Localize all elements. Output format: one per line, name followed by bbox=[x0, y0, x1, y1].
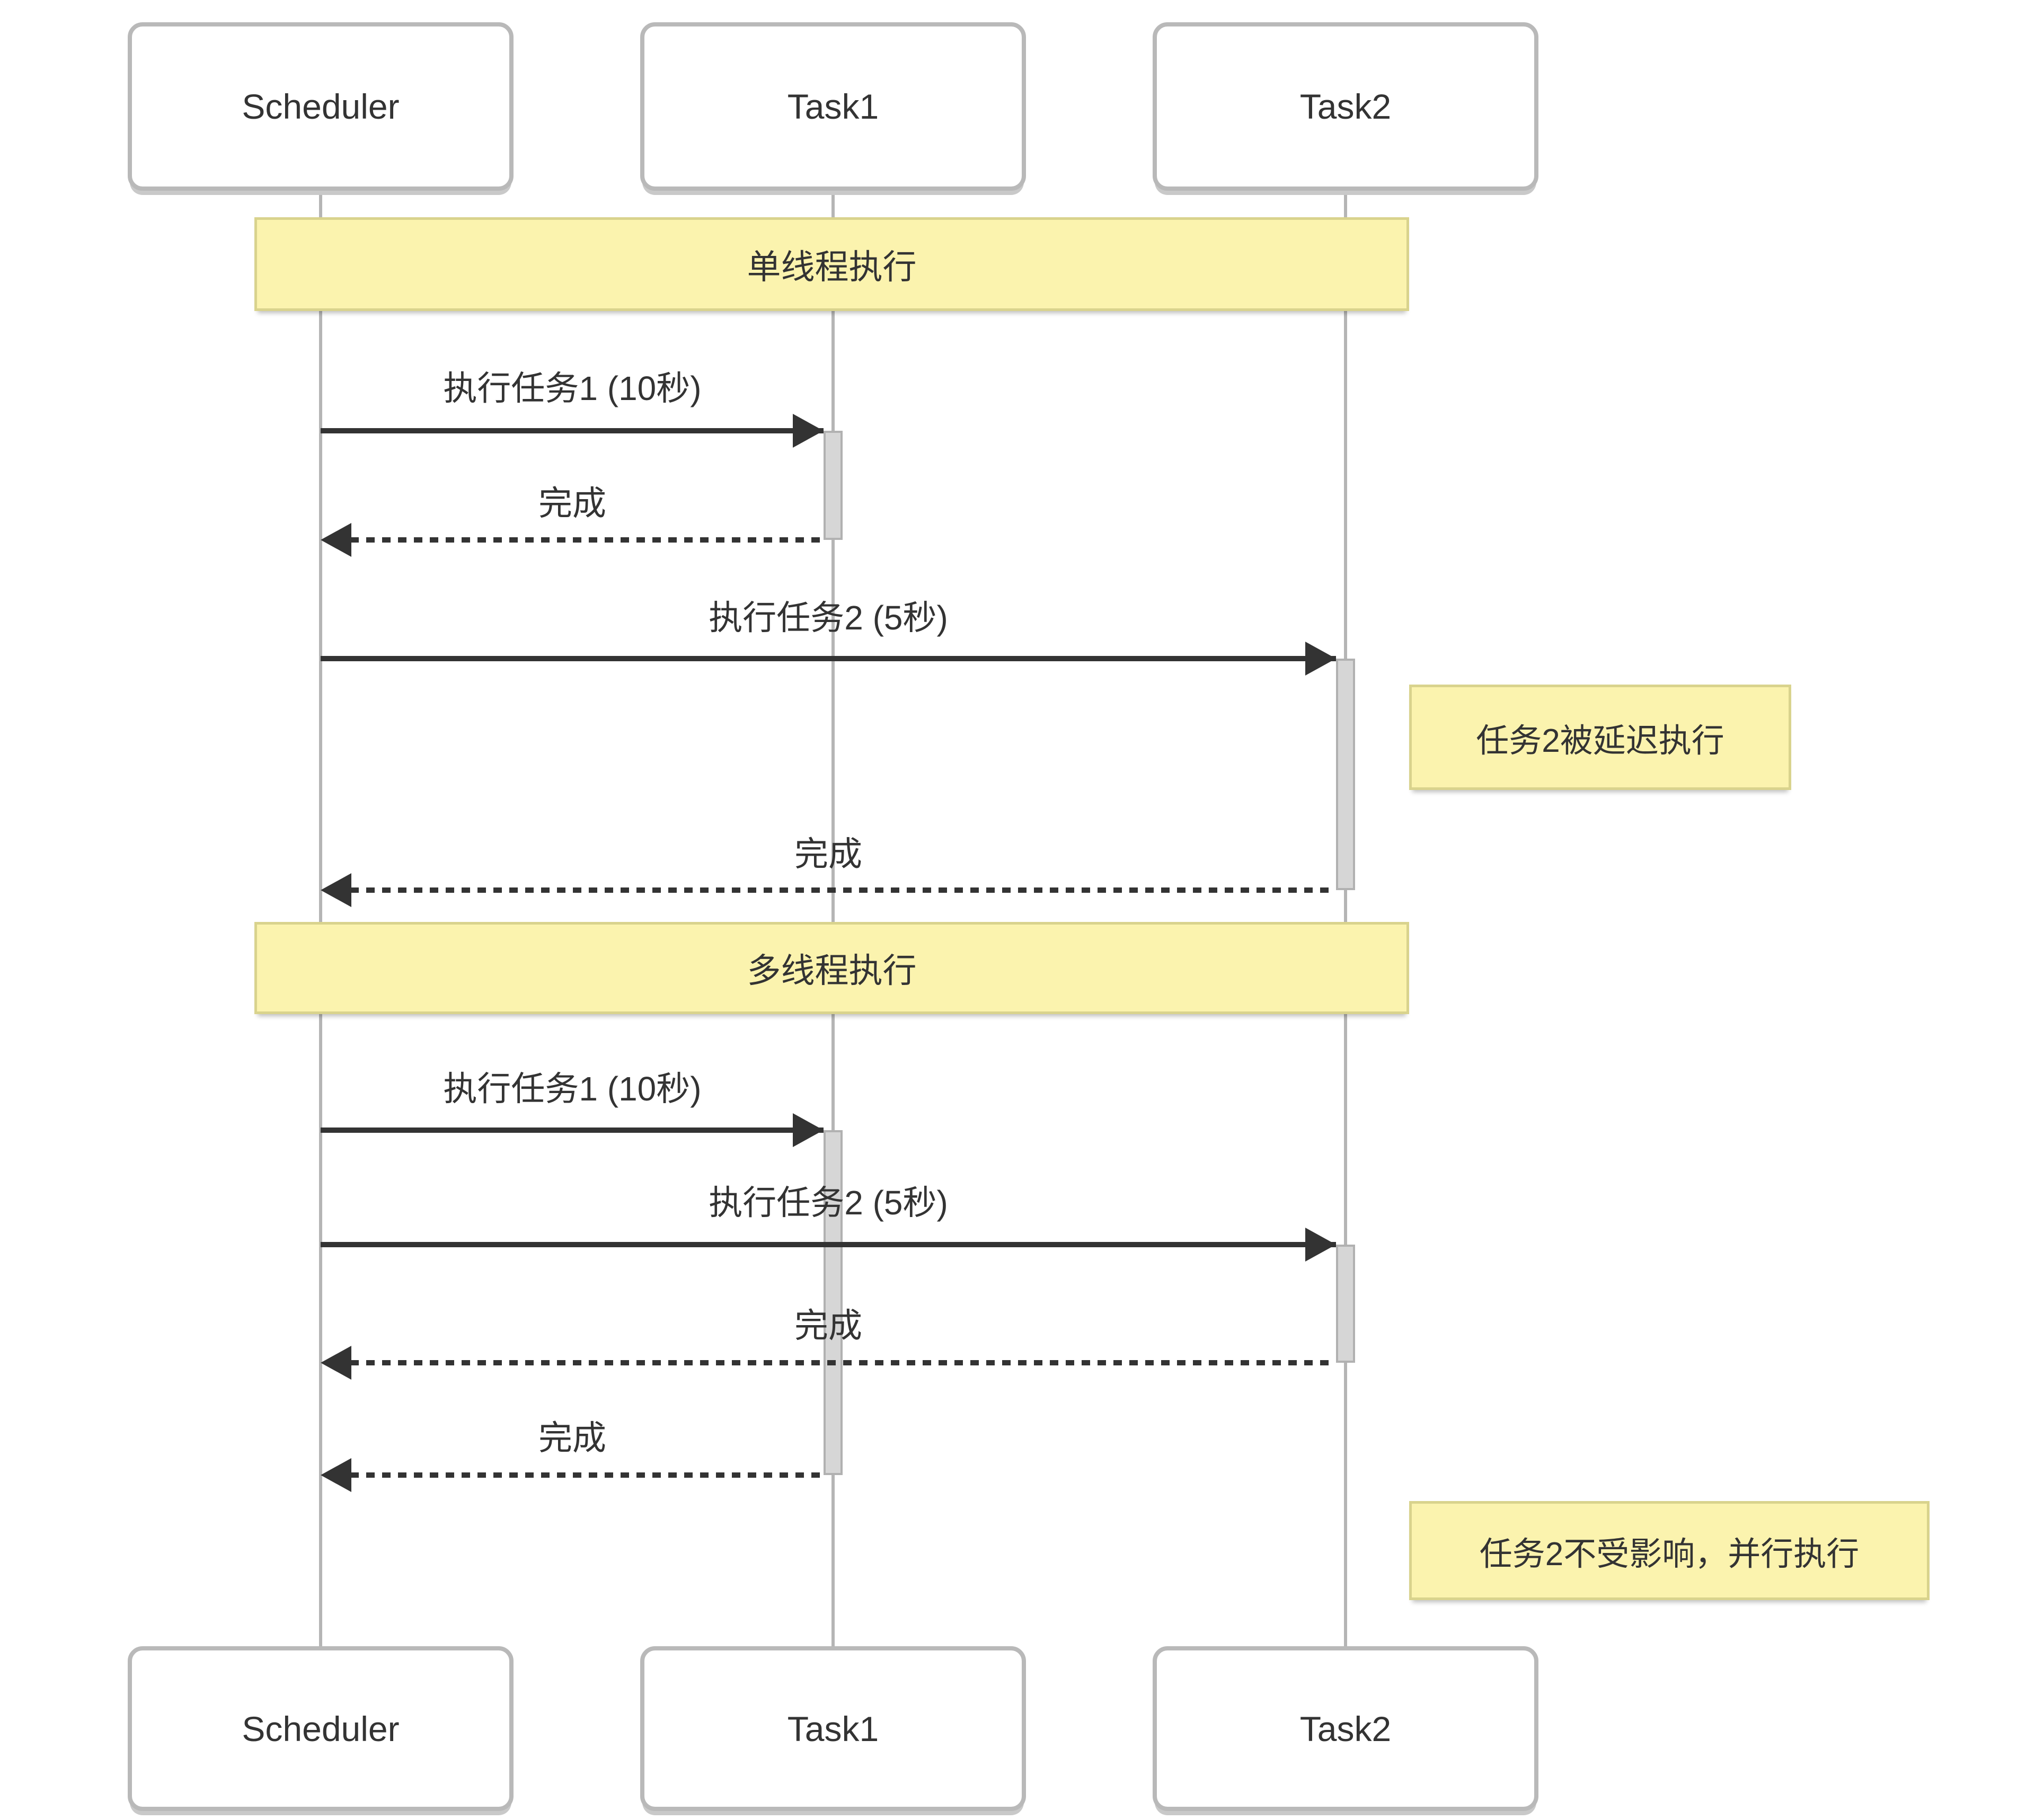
lifeline-task2 bbox=[1344, 191, 1347, 1646]
actor-label-task1: Task1 bbox=[787, 1709, 879, 1748]
section-banner-single-thread: 单线程执行 bbox=[254, 217, 1409, 311]
lifeline-scheduler bbox=[319, 191, 322, 1646]
actor-box-task1-bottom: Task1 bbox=[640, 1646, 1026, 1811]
note-label: 任务2不受影响，并行执行 bbox=[1479, 1535, 1860, 1573]
arrowhead-right-icon bbox=[1305, 1228, 1336, 1262]
actor-label-scheduler: Scheduler bbox=[242, 1709, 400, 1748]
actor-box-task2-top: Task2 bbox=[1153, 22, 1538, 191]
message-label: 执行任务1 (10秒) bbox=[443, 1070, 702, 1108]
arrowhead-right-icon bbox=[793, 414, 824, 448]
arrowhead-right-icon bbox=[793, 1113, 824, 1147]
message-line-solid bbox=[321, 1127, 824, 1133]
message-label: 执行任务2 (5秒) bbox=[709, 1184, 948, 1222]
arrowhead-right-icon bbox=[1305, 642, 1336, 676]
message-label: 执行任务2 (5秒) bbox=[709, 599, 948, 637]
message-line-dashed bbox=[350, 1360, 1336, 1365]
actor-label-task2: Task2 bbox=[1299, 1709, 1392, 1748]
actor-box-scheduler-top: Scheduler bbox=[128, 22, 514, 191]
arrowhead-left-icon bbox=[321, 873, 351, 907]
activation-task2-section2 bbox=[1336, 1245, 1355, 1363]
actor-label-scheduler: Scheduler bbox=[242, 87, 400, 126]
note-label: 任务2被延迟执行 bbox=[1476, 722, 1724, 759]
message-line-solid bbox=[321, 1242, 1336, 1247]
activation-task1-section1 bbox=[824, 431, 843, 540]
actor-label-task2: Task2 bbox=[1299, 87, 1392, 126]
note-task2-delayed: 任务2被延迟执行 bbox=[1409, 685, 1791, 790]
message-line-solid bbox=[321, 428, 824, 433]
section-label: 多线程执行 bbox=[747, 952, 917, 990]
actor-box-scheduler-bottom: Scheduler bbox=[128, 1646, 514, 1811]
actor-label-task1: Task1 bbox=[787, 87, 879, 126]
message-line-solid bbox=[321, 656, 1336, 661]
message-label: 完成 bbox=[794, 835, 862, 873]
message-label: 完成 bbox=[538, 1419, 606, 1457]
section-banner-multi-thread: 多线程执行 bbox=[254, 922, 1409, 1014]
activation-task1-section2 bbox=[824, 1130, 843, 1475]
actor-box-task1-top: Task1 bbox=[640, 22, 1026, 191]
message-label: 执行任务1 (10秒) bbox=[443, 369, 702, 407]
message-line-dashed bbox=[350, 1472, 824, 1478]
note-task2-parallel: 任务2不受影响，并行执行 bbox=[1409, 1501, 1930, 1600]
section-label: 单线程执行 bbox=[747, 247, 917, 286]
activation-task2-section1 bbox=[1336, 659, 1355, 890]
arrowhead-left-icon bbox=[321, 523, 351, 557]
message-line-dashed bbox=[350, 887, 1336, 893]
arrowhead-left-icon bbox=[321, 1346, 351, 1380]
message-line-dashed bbox=[350, 537, 824, 543]
arrowhead-left-icon bbox=[321, 1458, 351, 1492]
actor-box-task2-bottom: Task2 bbox=[1153, 1646, 1538, 1811]
message-label: 完成 bbox=[794, 1307, 862, 1345]
message-label: 完成 bbox=[538, 484, 606, 522]
lifeline-task1 bbox=[831, 191, 835, 1646]
